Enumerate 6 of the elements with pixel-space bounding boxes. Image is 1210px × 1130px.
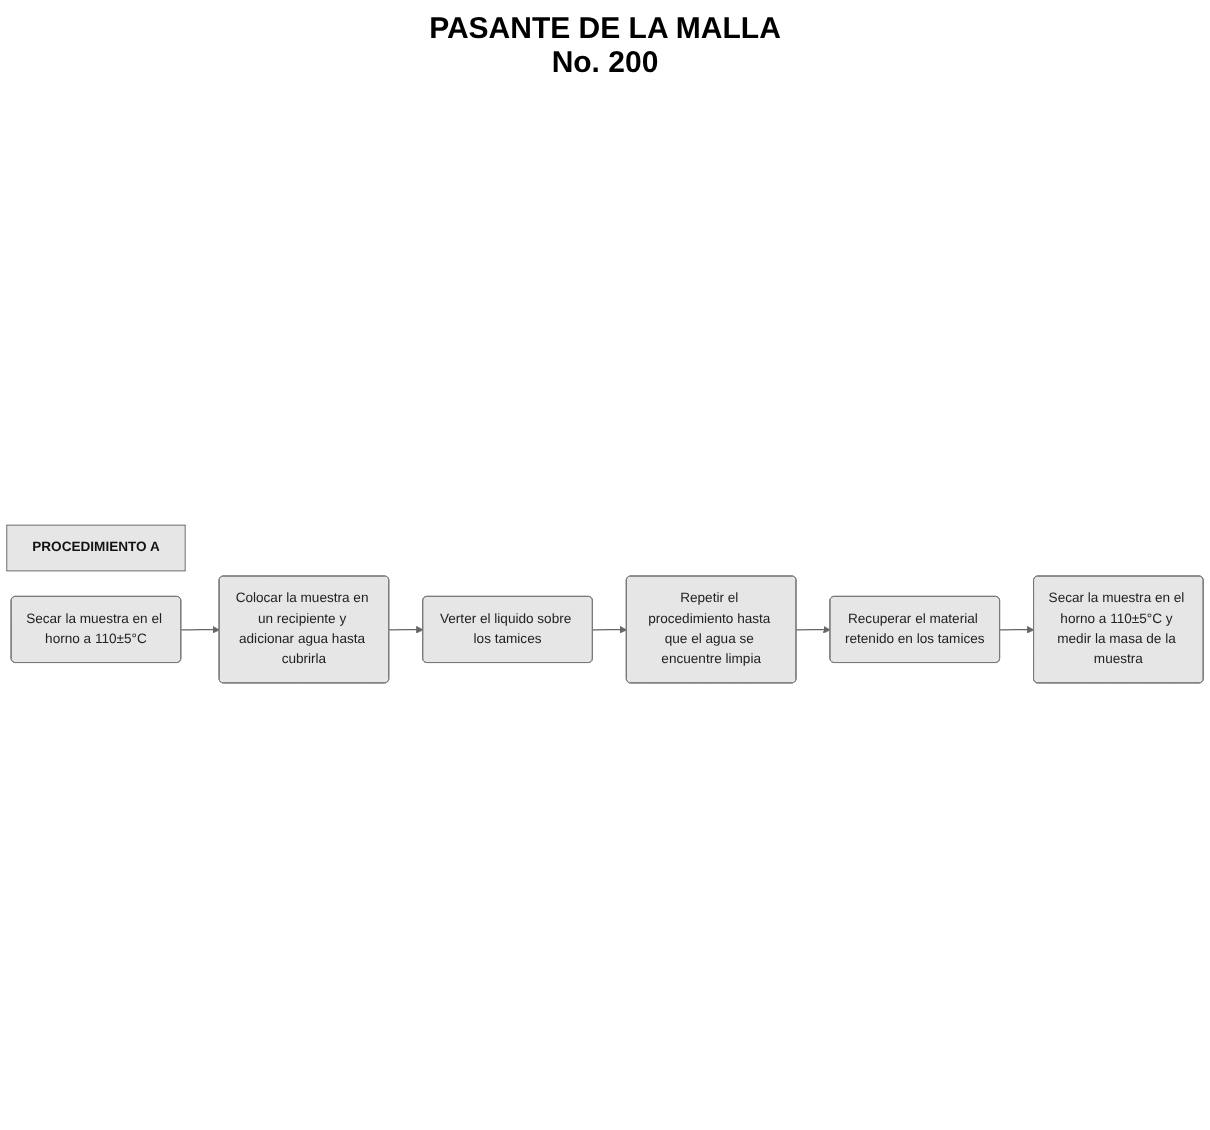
arrow xyxy=(592,626,628,634)
diagram-title: PASANTE DE LA MALLA No. 200 xyxy=(427,12,783,80)
arrow xyxy=(999,626,1035,634)
arrow xyxy=(388,626,424,634)
arrow xyxy=(795,626,831,634)
arrow xyxy=(180,626,220,634)
